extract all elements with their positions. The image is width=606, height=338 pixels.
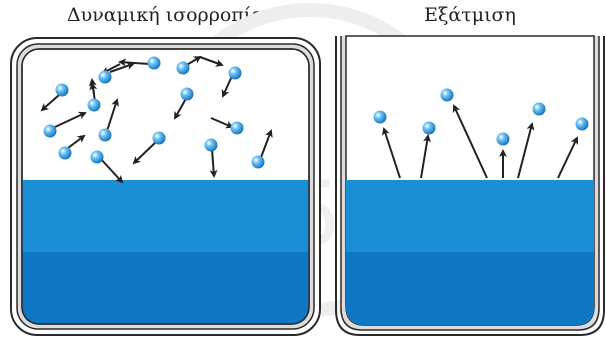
molecule — [98, 70, 112, 84]
molecule — [204, 138, 218, 152]
molecule — [87, 98, 101, 112]
molecule — [422, 121, 436, 135]
molecule — [251, 155, 265, 169]
molecule — [176, 61, 190, 75]
molecule — [575, 117, 589, 131]
right-molecule-arrows — [382, 104, 579, 179]
molecule — [43, 124, 57, 138]
molecule — [496, 132, 510, 146]
right-panel-title: Εξάτμιση — [424, 4, 516, 26]
left-panel-title: Δυναμική ισορροπία — [66, 4, 265, 26]
closed-container — [10, 37, 321, 336]
left-molecules — [43, 56, 265, 169]
molecule — [147, 56, 161, 70]
molecule — [58, 146, 72, 160]
molecule — [373, 110, 387, 124]
right-molecules — [373, 88, 589, 146]
molecule — [90, 150, 104, 164]
molecule — [532, 102, 546, 116]
open-container — [335, 35, 605, 336]
left-molecule-arrows — [40, 55, 273, 184]
molecule — [98, 128, 112, 142]
molecule — [55, 83, 69, 97]
molecule — [440, 88, 454, 102]
molecule — [228, 66, 242, 80]
molecule — [180, 87, 194, 101]
molecule — [152, 131, 166, 145]
molecule — [230, 121, 244, 135]
